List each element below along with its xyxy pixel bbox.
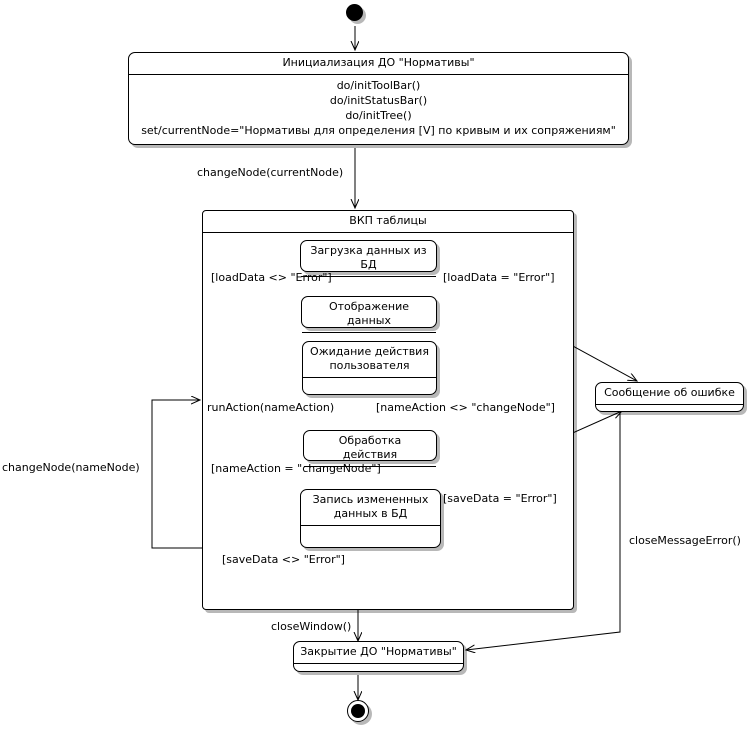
label-close-window: closeWindow() <box>271 620 352 633</box>
label-run-action: runAction(nameAction) <box>207 401 335 414</box>
state-close-do-divider <box>294 663 463 664</box>
state-initialization-name: Инициализация ДО "Нормативы" <box>282 56 475 69</box>
state-save-data-name: Запись измененных данных в БД <box>312 493 429 520</box>
state-initialization-divider <box>129 74 628 75</box>
label-name-action-change: [nameAction = "changeNode"] <box>211 462 381 475</box>
edge-error-to-close <box>466 412 621 650</box>
state-vkp-tablicy-name: ВКП таблицы <box>349 214 427 227</box>
state-close-do[interactable]: Закрытие ДО "Нормативы" <box>293 641 464 672</box>
state-save-data[interactable]: Запись измененных данных в БД <box>300 489 441 548</box>
state-load-data-name: Загрузка данных из БД <box>310 244 427 271</box>
state-save-data-divider <box>301 525 440 526</box>
state-wait-user-action[interactable]: Ожидание действия пользователя <box>302 341 437 395</box>
state-show-data[interactable]: Отображение данных <box>301 296 437 333</box>
state-error-message-divider <box>596 404 743 405</box>
state-initialization-actions: do/initToolBar() do/initStatusBar() do/i… <box>141 79 616 137</box>
state-vkp-tablicy-divider <box>203 232 573 233</box>
label-close-message-error: closeMessageError() <box>629 534 741 547</box>
state-error-message[interactable]: Сообщение об ошибке <box>595 382 744 412</box>
state-show-data-divider <box>302 332 436 333</box>
label-save-data-ok: [saveData <> "Error"] <box>222 553 345 566</box>
label-name-action-not-change: [nameAction <> "changeNode"] <box>376 401 555 414</box>
state-initialization[interactable]: Инициализация ДО "Нормативы" do/initTool… <box>128 52 629 145</box>
label-save-data-error: [saveData = "Error"] <box>443 492 557 505</box>
label-load-data-error: [loadData = "Error"] <box>443 271 555 284</box>
start-state-top <box>346 4 363 21</box>
state-close-do-name: Закрытие ДО "Нормативы" <box>300 645 457 658</box>
edge-changenode-loop <box>151 400 202 549</box>
label-change-node-name: changeNode(nameNode) <box>2 461 140 474</box>
state-show-data-name: Отображение данных <box>328 300 410 327</box>
state-load-data[interactable]: Загрузка данных из БД <box>300 240 437 277</box>
state-process-action-name: Обработка действия <box>338 434 402 461</box>
state-process-action[interactable]: Обработка действия <box>303 430 437 467</box>
label-change-node-current: changeNode(currentNode) <box>197 166 344 179</box>
state-error-message-name: Сообщение об ошибке <box>604 386 735 399</box>
final-state-bottom <box>347 700 369 722</box>
state-process-action-divider <box>304 466 436 467</box>
label-load-data-ok: [loadData <> "Error"] <box>211 271 332 284</box>
state-wait-user-action-name: Ожидание действия пользователя <box>310 345 429 372</box>
state-load-data-divider <box>301 276 436 277</box>
state-wait-user-action-divider <box>303 377 436 378</box>
